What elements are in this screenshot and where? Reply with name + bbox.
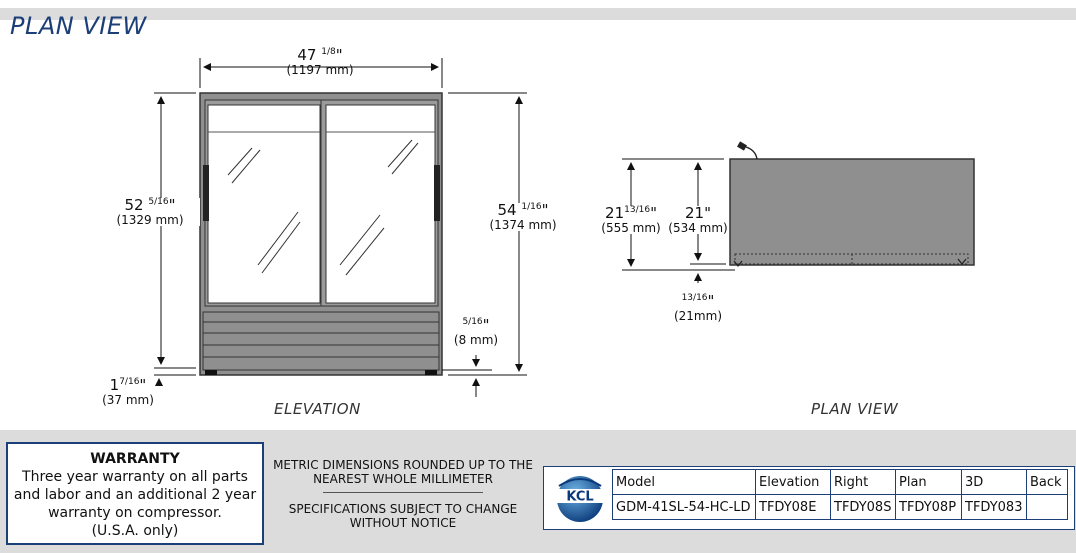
drawing-canvas [154, 58, 975, 397]
table-cell[interactable]: TFDY083 [961, 494, 1027, 520]
warranty-box: WARRANTY Three year warranty on all part… [6, 442, 264, 545]
header-cell: Back [1026, 469, 1068, 495]
grille-slats [203, 321, 439, 358]
elevation-drawing [199, 92, 443, 376]
overall-depth-dimension: 2113/16" (555 mm) [596, 205, 666, 235]
right-handle [434, 165, 440, 221]
warranty-line: (U.S.A. only) [91, 523, 179, 539]
metric-note-line: METRIC DIMENSIONS ROUNDED UP TO THE [273, 458, 533, 472]
plan-caption: PLAN VIEW [811, 400, 899, 418]
header-cell: Model [612, 469, 756, 495]
total-height-dimension: 54 1/16" (1374 mm) [478, 202, 568, 232]
model-table: Model Elevation Right Plan 3D Back GDM-4… [612, 469, 1068, 520]
plan-offset-dimension: 13/16" (21mm) [673, 292, 722, 323]
base-grille [202, 311, 440, 371]
right-glass [325, 104, 436, 304]
notes-block: METRIC DIMENSIONS ROUNDED UP TO THE NEAR… [268, 458, 538, 530]
warranty-line: Three year warranty on all parts [22, 469, 248, 485]
spec-note-line: SPECIFICATIONS SUBJECT TO CHANGE [288, 502, 518, 516]
warranty-line: and labor and an additional 2 year [13, 487, 257, 503]
table-cell: GDM-41SL-54-HC-LD [612, 494, 756, 520]
header-cell: 3D [961, 469, 1027, 495]
page-title: PLAN VIEW [10, 12, 147, 40]
glass-reflections [227, 139, 419, 276]
table-cell[interactable] [1026, 494, 1068, 520]
table-cell[interactable]: TFDY08P [895, 494, 962, 520]
header-cell: Elevation [755, 469, 831, 495]
warranty-line: warranty on compressor. [48, 505, 222, 521]
base-clearance-dimension: 5/16" (8 mm) [453, 316, 499, 347]
left-handle [203, 165, 209, 221]
logo-text: KCL [566, 490, 593, 505]
top-bar [0, 8, 1076, 20]
width-dimension: 47 1/8" (1197 mm) [286, 46, 354, 77]
table-header-row: Model Elevation Right Plan 3D Back [612, 469, 1068, 495]
plan-cabinet [729, 158, 975, 266]
metric-note-line: NEAREST WHOLE MILLIMETER [313, 472, 493, 486]
kcl-logo: KCL [555, 476, 605, 522]
elevation-dimensions [154, 58, 527, 397]
power-cord [745, 146, 758, 160]
table-cell[interactable]: TFDY08E [755, 494, 831, 520]
elevation-caption: ELEVATION [274, 400, 361, 418]
table-cell[interactable]: TFDY08S [830, 494, 896, 520]
header-cell: Plan [895, 469, 962, 495]
notes-divider [323, 492, 483, 493]
spec-note-line: WITHOUT NOTICE [349, 516, 457, 530]
door-height-dimension: 52 5/16" (1329 mm) [100, 197, 200, 227]
warranty-title: WARRANTY [90, 451, 180, 467]
body-depth-dimension: 21" (534 mm) [668, 204, 728, 235]
header-cell: Right [830, 469, 896, 495]
left-glass [207, 104, 321, 304]
table-row: GDM-41SL-54-HC-LD TFDY08E TFDY08S TFDY08… [612, 494, 1068, 520]
bottom-offset-dimension: 17/16" (37 mm) [102, 376, 154, 407]
plan-drawing [729, 141, 975, 267]
